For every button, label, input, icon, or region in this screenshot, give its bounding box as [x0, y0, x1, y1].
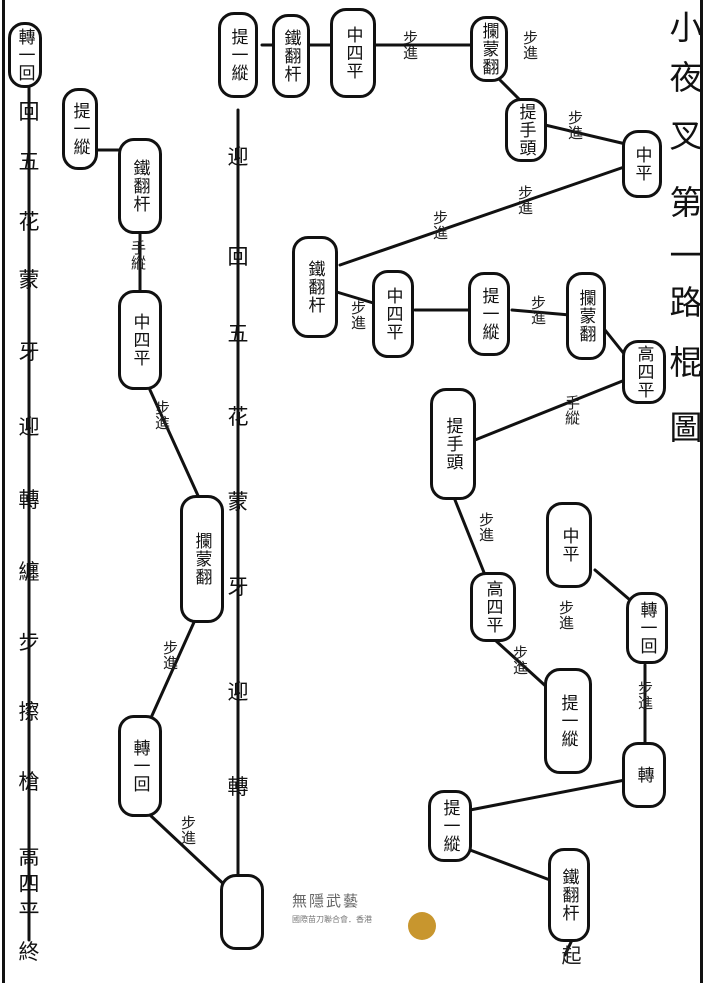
left-column-char: 槍 — [18, 770, 40, 794]
diagram-node: 提一縱 — [428, 790, 472, 862]
stroke-label: 步進 — [566, 110, 584, 140]
link — [148, 813, 232, 892]
stroke-label: 步進 — [161, 640, 179, 670]
middle-column-char: 回 — [227, 245, 249, 269]
title-char: 夜 — [669, 58, 703, 97]
diagram-node: 轉一回 — [626, 592, 668, 664]
diagram-node: 提手頭 — [430, 388, 476, 500]
left-column-char: 轉 — [18, 488, 40, 512]
stroke-label: 步進 — [521, 30, 539, 60]
watermark-subtitle: 國際苗刀聯合會．香港 — [292, 915, 372, 924]
link — [148, 388, 202, 502]
diagram-node: 中平 — [546, 502, 592, 588]
stroke-label: 手縱 — [129, 240, 147, 270]
title-char: 小 — [669, 8, 703, 47]
stroke-label: 步進 — [431, 210, 449, 240]
left-column-char: 牙 — [18, 340, 40, 364]
diagram-node: 提一縱 — [62, 88, 98, 170]
diagram-node: 鐵翻杆 — [272, 14, 310, 98]
link — [328, 288, 382, 307]
stroke-label: 步進 — [153, 400, 171, 430]
diagram-node: 轉一回 — [8, 22, 42, 88]
link — [468, 848, 552, 882]
title-char: 路 — [669, 283, 703, 322]
stroke-label: 步進 — [516, 185, 534, 215]
link — [510, 308, 572, 317]
stroke-label: 步進 — [179, 815, 197, 845]
diagram-node: 鐵翻杆 — [548, 848, 590, 942]
middle-column-char: 牙 — [227, 575, 249, 599]
left-column-char: 纏 — [18, 560, 40, 584]
stroke-label: 起 — [558, 945, 582, 965]
left-column-char: 五 — [18, 150, 40, 174]
link — [148, 618, 197, 722]
diagram-node: 提手頭 — [505, 98, 547, 162]
diagram-node: 攔蒙翻 — [566, 272, 606, 360]
link — [453, 498, 487, 577]
watermark-seal — [408, 912, 436, 940]
title-char: 叉 — [669, 116, 703, 155]
left-column-char: 回 — [18, 100, 40, 124]
title-char: 圖 — [669, 408, 703, 447]
left-column-char: 四 — [18, 872, 40, 896]
middle-column-char: 轉 — [227, 775, 249, 799]
link — [493, 638, 552, 692]
left-border-line — [2, 0, 5, 983]
stroke-label: 步進 — [401, 30, 419, 60]
diagram-node: 鐵翻杆 — [118, 138, 162, 234]
link — [593, 568, 632, 602]
diagram-node: 鐵翻杆 — [292, 236, 338, 338]
stroke-label: 步進 — [511, 645, 529, 675]
diagram-node — [220, 874, 264, 950]
diagram-node: 提一縱 — [218, 12, 258, 98]
diagram-node: 高四平 — [622, 340, 666, 404]
diagram-node: 中平 — [622, 130, 662, 198]
right-border-line — [700, 0, 703, 983]
diagram-node: 提一縱 — [544, 668, 592, 774]
diagram-node: 轉 — [622, 742, 666, 808]
diagram-node: 中四平 — [118, 290, 162, 390]
stroke-label: 步進 — [349, 300, 367, 330]
left-column-char: 蒙 — [18, 268, 40, 292]
link — [468, 778, 627, 812]
link — [473, 378, 627, 442]
left-column-char: 平 — [18, 900, 40, 924]
link — [543, 123, 632, 147]
left-column-char: 高 — [18, 845, 40, 869]
stroke-label: 步進 — [636, 680, 654, 710]
left-column-char: 花 — [18, 210, 40, 234]
middle-column-char: 迎 — [227, 680, 249, 704]
middle-column-char: 花 — [227, 405, 249, 429]
stroke-label: 步進 — [477, 512, 495, 542]
left-column-char: 迎 — [18, 415, 40, 439]
title-char: 棍 — [669, 343, 703, 382]
watermark-title: 無隱武藝 — [292, 892, 361, 910]
diagram-node: 攔蒙翻 — [180, 495, 224, 623]
link — [563, 938, 574, 957]
stroke-label: 步進 — [529, 295, 547, 325]
diagram-node: 高四平 — [470, 572, 516, 642]
diagram-node: 轉一回 — [118, 715, 162, 817]
left-column-char: 步 — [18, 630, 40, 654]
left-column-char: 終 — [18, 940, 40, 964]
left-column-char: 擦 — [18, 700, 40, 724]
link — [338, 163, 632, 267]
link — [603, 328, 627, 357]
watermark: 無隱武藝 國際苗刀聯合會．香港 — [292, 884, 442, 944]
stroke-label: 手縱 — [563, 395, 581, 425]
stroke-label: 步進 — [557, 600, 575, 630]
title-char: 第 — [669, 183, 703, 222]
diagram-node: 中四平 — [372, 270, 414, 358]
middle-column-char: 蒙 — [227, 490, 249, 514]
middle-column-char: 迎 — [227, 145, 249, 169]
title-char: 一 — [669, 236, 703, 275]
link — [498, 78, 522, 102]
diagram-node: 攔蒙翻 — [470, 16, 508, 82]
diagram-node: 中四平 — [330, 8, 376, 98]
middle-column-char: 五 — [227, 322, 249, 346]
diagram-node: 提一縱 — [468, 272, 510, 356]
